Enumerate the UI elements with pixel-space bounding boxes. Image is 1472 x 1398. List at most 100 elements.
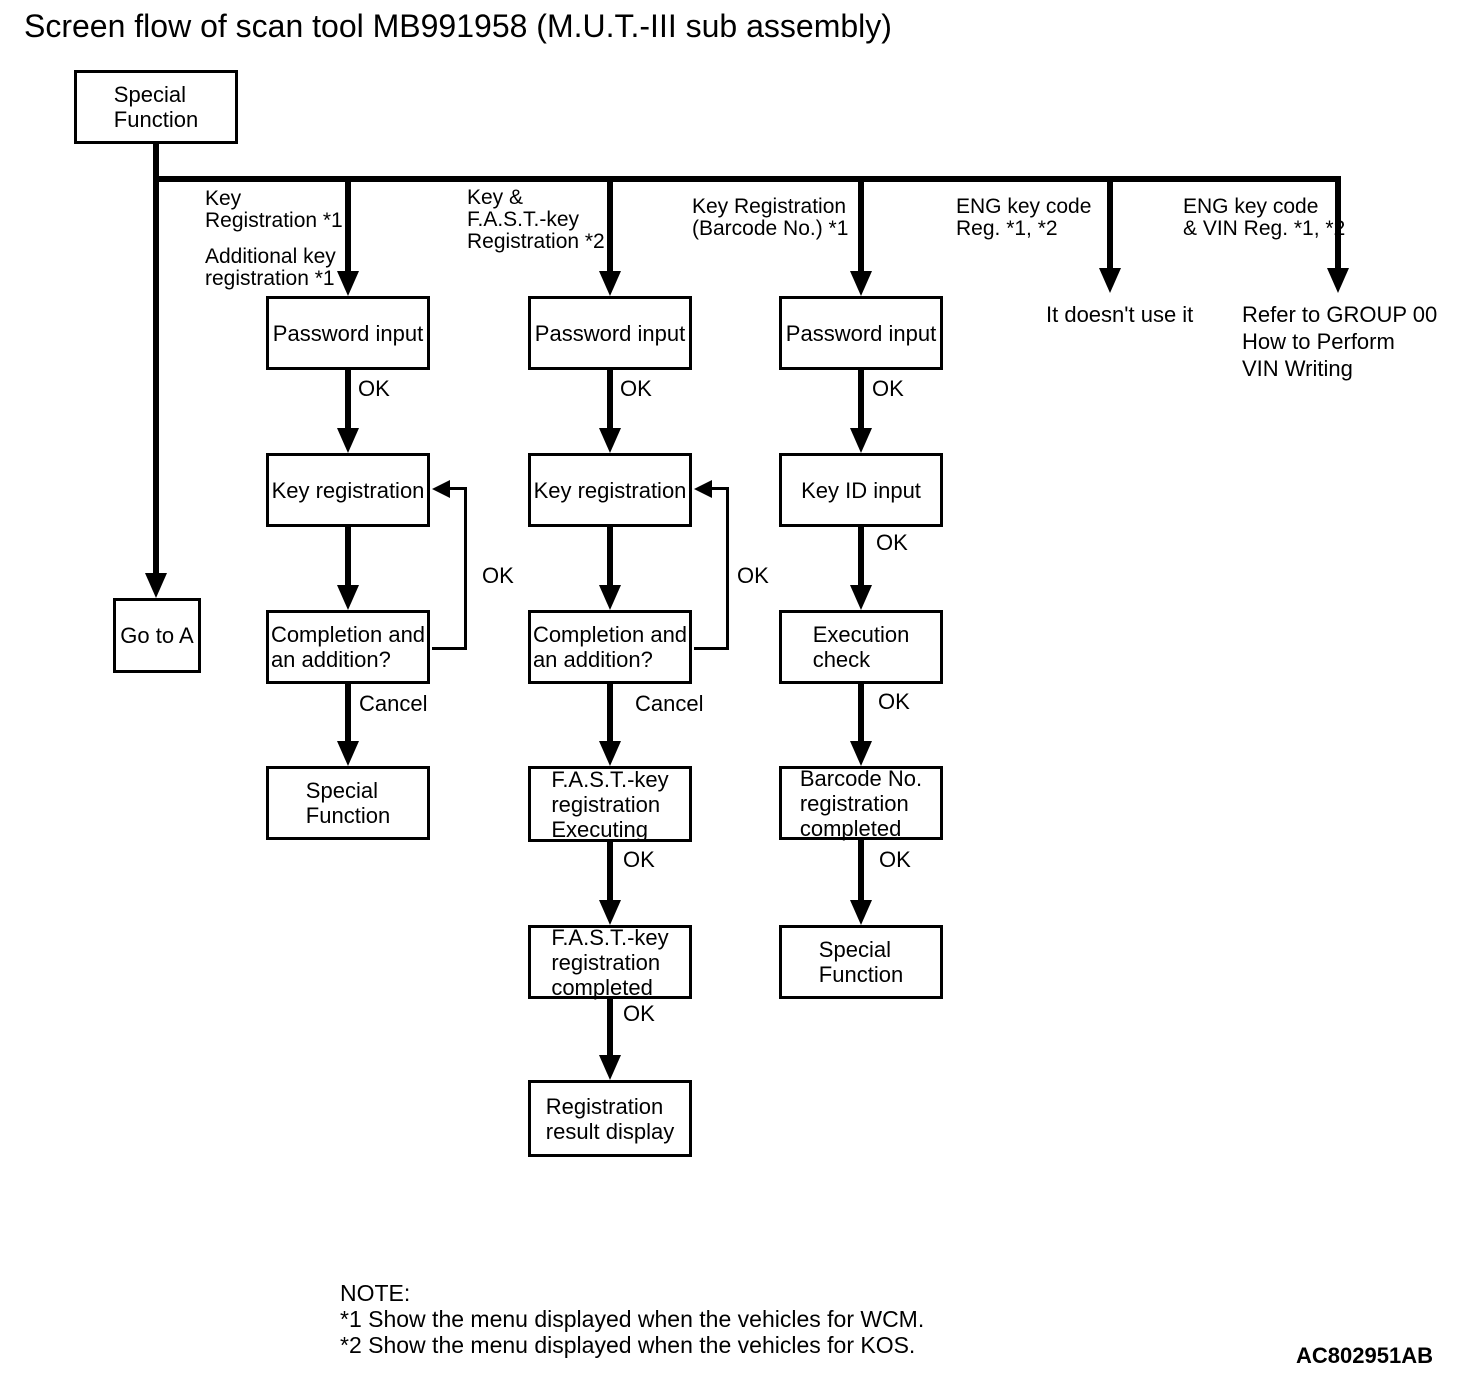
edge-label-cancel: Cancel — [359, 691, 428, 716]
branch-label-col1-additional-key: Additional key registration *1 — [205, 245, 336, 290]
connector-line — [607, 842, 613, 900]
arrowhead-down-icon — [145, 573, 167, 598]
arrowhead-down-icon — [1099, 268, 1121, 293]
node-label: Go to A — [120, 623, 194, 648]
node-label: Password input — [785, 320, 937, 346]
arrowhead-down-icon — [599, 741, 621, 766]
branch-label-col1-key-registration: Key Registration *1 — [205, 187, 343, 232]
connector-line — [153, 176, 1341, 182]
connector-line — [345, 370, 351, 428]
branch-label-col3: Key Registration (Barcode No.) *1 — [692, 195, 849, 240]
connector-line — [345, 527, 351, 585]
node-label: Registration result display — [545, 1093, 675, 1144]
node-col1-key-registration: Key registration — [266, 453, 430, 527]
node-label: F.A.S.T.-key registration completed — [551, 924, 669, 1000]
edge-label-ok: OK — [872, 376, 904, 401]
edge-label-ok: OK — [623, 1001, 655, 1026]
node-label: Special Function — [305, 778, 391, 828]
connector-line — [607, 527, 613, 585]
node-col3-barcode-completed: Barcode No. registration completed — [779, 765, 943, 841]
connector-line — [607, 370, 613, 428]
connector-line — [607, 684, 613, 741]
loop-line — [694, 647, 729, 650]
node-col2-registration-result: Registration result display — [528, 1080, 692, 1157]
connector-line — [345, 684, 351, 741]
connector-line — [153, 143, 159, 573]
arrowhead-down-icon — [599, 900, 621, 925]
edge-label-cancel: Cancel — [635, 691, 704, 716]
arrowhead-down-icon — [850, 900, 872, 925]
node-label: F.A.S.T.-key registration Executing — [551, 766, 669, 842]
node-go-to-a: Go to A — [113, 598, 201, 673]
connector-line — [858, 182, 864, 271]
node-label: Key registration — [533, 477, 687, 503]
node-label: Completion and an addition? — [270, 622, 426, 672]
node-label: Password input — [534, 320, 686, 346]
edge-label-ok: OK — [878, 689, 910, 714]
node-label: Special Function — [818, 937, 904, 987]
branch-label-col4: ENG key code Reg. *1, *2 — [956, 195, 1092, 240]
note-asterisk1: *1 Show the menu displayed when the vehi… — [340, 1306, 925, 1332]
node-col2-fast-key-completed: F.A.S.T.-key registration completed — [528, 924, 692, 1000]
connector-line — [1335, 182, 1341, 268]
loop-line — [710, 487, 729, 490]
node-label: Key registration — [271, 477, 425, 503]
note-asterisk2: *2 Show the menu displayed when the vehi… — [340, 1332, 916, 1358]
connector-line — [858, 684, 864, 741]
edge-label-ok: OK — [737, 563, 769, 588]
loop-line — [432, 647, 467, 650]
connector-line — [1107, 182, 1113, 268]
connector-line — [607, 182, 613, 271]
page-title: Screen flow of scan tool MB991958 (M.U.T… — [24, 8, 892, 44]
connector-line — [858, 527, 864, 585]
node-col1-special-function: Special Function — [266, 766, 430, 840]
node-label: Completion and an addition? — [532, 622, 688, 672]
arrowhead-down-icon — [599, 585, 621, 610]
node-label: Special Function — [113, 82, 199, 132]
arrowhead-down-icon — [337, 271, 359, 296]
branch-label-col5: ENG key code & VIN Reg. *1, *2 — [1183, 195, 1346, 240]
node-label: Key ID input — [801, 477, 921, 503]
edge-label-ok: OK — [623, 847, 655, 872]
node-label: Execution check — [812, 622, 910, 672]
connector-line — [858, 840, 864, 900]
node-col2-key-registration: Key registration — [528, 453, 692, 527]
figure-code: AC802951AB — [1296, 1343, 1433, 1368]
node-col2-fast-key-executing: F.A.S.T.-key registration Executing — [528, 766, 692, 842]
arrowhead-down-icon — [850, 741, 872, 766]
node-col1-completion: Completion and an addition? — [266, 610, 430, 684]
loop-line — [464, 487, 467, 650]
arrowhead-down-icon — [337, 741, 359, 766]
arrowhead-down-icon — [1327, 268, 1349, 293]
connector-line — [858, 370, 864, 428]
arrowhead-down-icon — [599, 1055, 621, 1080]
loop-line — [726, 487, 729, 650]
loop-line — [448, 487, 467, 490]
note-title: NOTE: — [340, 1280, 411, 1306]
node-label: Password input — [272, 320, 424, 346]
connector-line — [345, 182, 351, 271]
arrowhead-left-icon — [694, 480, 712, 498]
arrowhead-down-icon — [850, 428, 872, 453]
connector-line — [607, 999, 613, 1055]
arrowhead-down-icon — [850, 271, 872, 296]
arrowhead-down-icon — [850, 585, 872, 610]
arrowhead-down-icon — [337, 428, 359, 453]
node-col3-execution-check: Execution check — [779, 610, 943, 684]
node-col2-completion: Completion and an addition? — [528, 610, 692, 684]
arrowhead-down-icon — [599, 428, 621, 453]
node-col2-password-input: Password input — [528, 296, 692, 370]
edge-label-ok: OK — [358, 376, 390, 401]
node-label: Barcode No. registration completed — [799, 765, 923, 841]
arrowhead-down-icon — [599, 271, 621, 296]
node-col3-key-id-input: Key ID input — [779, 453, 943, 527]
annotation-it-doesnt-use-it: It doesn't use it — [1046, 302, 1194, 327]
arrowhead-down-icon — [337, 585, 359, 610]
node-col1-password-input: Password input — [266, 296, 430, 370]
node-special-function-top: Special Function — [74, 70, 238, 144]
arrowhead-left-icon — [432, 480, 450, 498]
edge-label-ok: OK — [876, 530, 908, 555]
annotation-refer-group00: Refer to GROUP 00 How to Perform VIN Wri… — [1242, 302, 1438, 381]
edge-label-ok: OK — [620, 376, 652, 401]
